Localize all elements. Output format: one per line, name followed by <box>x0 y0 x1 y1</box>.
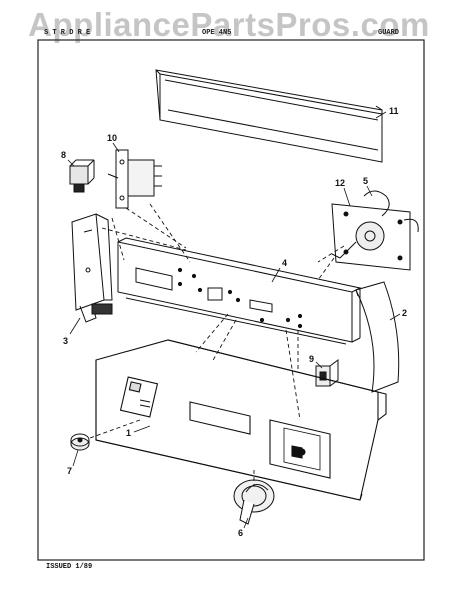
header-left-text: S T R D R E <box>44 29 91 37</box>
assembly-leaders <box>89 203 345 486</box>
part-9-switch <box>315 359 339 387</box>
callout-11: 11 <box>389 106 399 116</box>
callout-5: 5 <box>363 176 368 186</box>
part-4-console-panel <box>117 237 362 345</box>
header-center-text: OPE 4N5 <box>202 29 232 37</box>
callout-2: 2 <box>402 308 407 318</box>
callout-8: 8 <box>61 150 66 160</box>
part-7-knob <box>70 433 90 451</box>
callout-leaders <box>67 111 401 529</box>
part-3-left-bracket <box>71 213 113 323</box>
callout-7: 7 <box>67 466 72 476</box>
callout-4: 4 <box>282 258 287 268</box>
part-12-motor-assembly <box>331 190 419 271</box>
part-10-switch <box>107 149 162 209</box>
part-11-top-trim <box>155 69 383 163</box>
part-1-front-panel <box>95 339 387 501</box>
callout-12: 12 <box>335 178 345 188</box>
callout-6: 6 <box>238 528 243 538</box>
part-6-dial-knob <box>233 479 275 525</box>
callout-3: 3 <box>63 336 68 346</box>
callout-1: 1 <box>126 428 131 438</box>
issued-date: ISSUED 1/89 <box>46 563 93 571</box>
part-2-right-endcap <box>355 281 400 393</box>
callout-10: 10 <box>107 133 117 143</box>
header-brand: GUARD <box>378 29 400 37</box>
diagram-border <box>37 39 425 561</box>
callout-9: 9 <box>309 354 314 364</box>
part-8-control <box>69 159 95 193</box>
